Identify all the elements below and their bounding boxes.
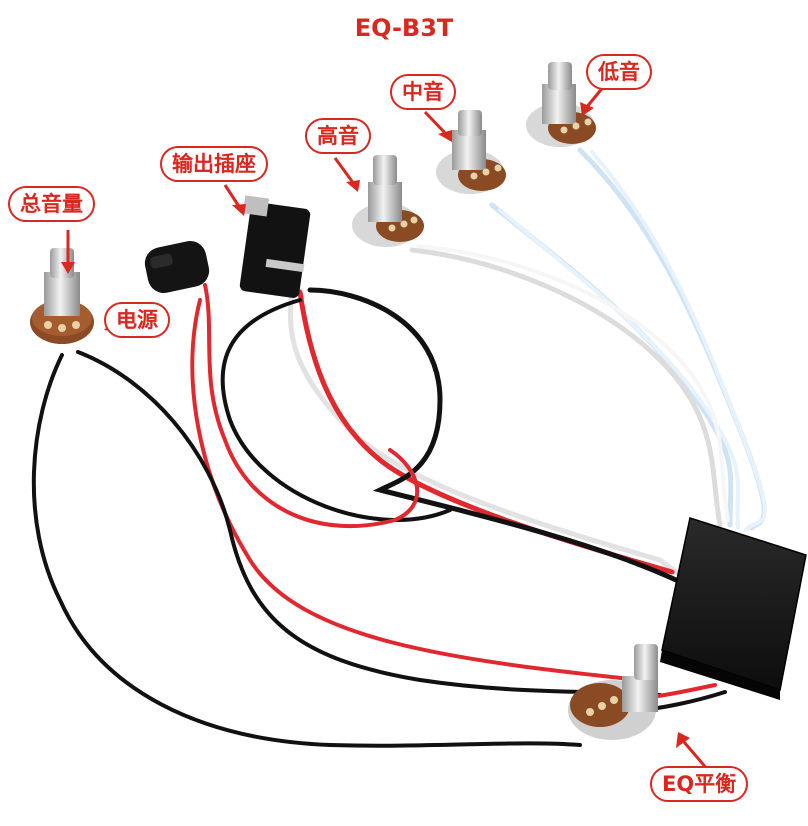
eq-module — [660, 517, 807, 700]
output-jack — [239, 195, 311, 298]
volume-wire-black-2 — [76, 350, 662, 697]
jack-loop-black — [220, 298, 452, 522]
label-treble: 高音 — [305, 118, 371, 154]
arrow-treble — [333, 157, 356, 185]
pot-bass — [526, 62, 596, 147]
jack-wire-black — [307, 287, 679, 583]
label-master-volume: 总音量 — [8, 186, 95, 222]
jack-wire-red — [297, 289, 675, 575]
treble-wire-2 — [416, 244, 730, 522]
bass-wire-2 — [590, 150, 767, 532]
power-wire-red-2 — [190, 298, 642, 682]
mid-wire-1 — [489, 202, 734, 528]
arrow-eq-balance — [682, 741, 710, 771]
label-power: 电源 — [104, 302, 170, 338]
label-bass: 低音 — [586, 54, 652, 90]
label-eq-balance: EQ平衡 — [650, 766, 749, 802]
label-mid: 中音 — [390, 74, 456, 110]
pot-treble — [352, 155, 424, 247]
arrow-output-jack — [223, 184, 242, 209]
mid-wire-2 — [498, 208, 740, 530]
pot-eq-balance — [568, 644, 658, 740]
volume-wire-black-1 — [31, 353, 582, 748]
product-title: EQ-B3T — [354, 14, 454, 42]
power-wire-red — [203, 283, 420, 529]
jack-wire-white — [287, 292, 683, 578]
battery-clip — [144, 241, 210, 293]
label-output-jack: 输出插座 — [160, 146, 268, 182]
treble-wire-1 — [409, 247, 723, 528]
pot-mid — [436, 110, 506, 194]
arrow-mid — [423, 110, 448, 136]
wires — [31, 147, 767, 748]
